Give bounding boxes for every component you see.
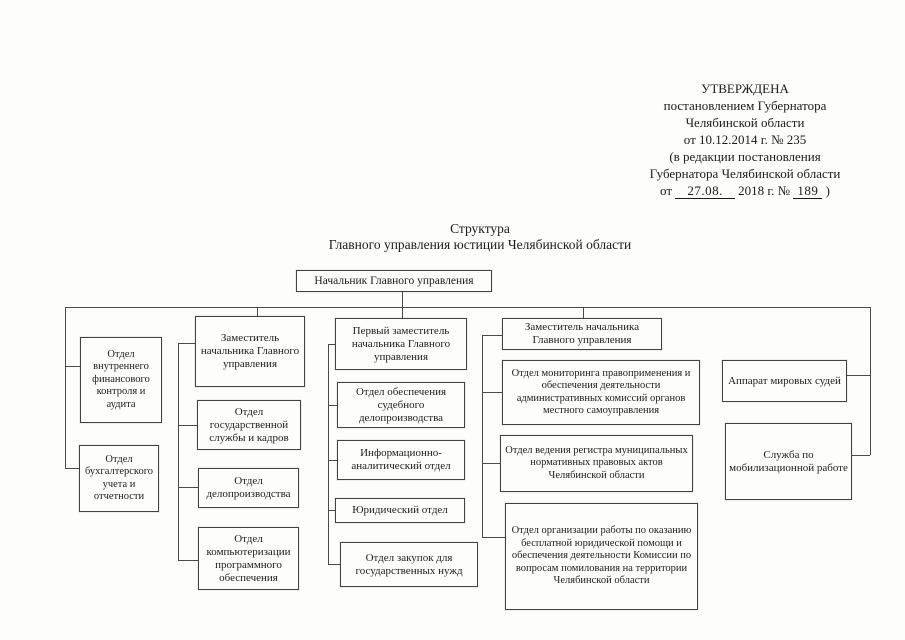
connector-line [482,463,500,464]
connector-line [328,344,329,564]
connector-line [328,510,335,511]
connector-line [870,307,871,455]
connector-line [482,537,505,538]
box-deputy-head-2: Заместитель начальника Главного управлен… [502,318,662,350]
box-internal-financial-control: Отдел внутреннего финансового контроля и… [80,337,162,423]
box-information-analytics: Информационно-аналитический отдел [337,440,465,480]
box-legal-department: Юридический отдел [335,498,465,523]
connector-line [65,468,79,469]
approval-prefix: от [660,183,673,198]
approval-line: УТВЕРЖДЕНА [701,81,789,96]
connector-line [178,425,197,426]
approval-mid: 2018 г. № [738,183,791,198]
document-title: Структура Главного управления юстиции Че… [205,221,755,253]
box-free-legal-aid-and-pardon-commission: Отдел организации работы по оказанию бес… [505,503,698,610]
connector-line [852,455,870,456]
connector-line [65,366,80,367]
box-accounting-and-reporting: Отдел бухгалтерского учета и отчетности [79,445,159,512]
box-head-of-department: Начальник Главного управления [296,270,492,292]
connector-line [65,307,66,468]
box-records-management: Отдел делопроизводства [198,468,299,508]
box-municipal-acts-register: Отдел ведения регистра муниципальных нор… [500,435,693,492]
connector-line [178,560,198,561]
connector-line [482,335,502,336]
connector-line [328,564,340,565]
connector-line [328,405,337,406]
approval-line: постановлением Губернатора [663,98,827,113]
connector-line [65,307,871,308]
approval-line: (в редакции постановления [669,149,821,164]
box-magistrates-apparatus: Аппарат мировых судей [722,360,847,402]
connector-line [328,344,335,345]
connector-line [402,292,403,307]
approval-line: Губернатора Челябинской области [649,166,841,181]
title-line-1: Структура [450,221,510,236]
connector-line [482,335,483,537]
connector-line [178,343,179,560]
approval-line: Челябинской области [685,115,805,130]
box-mobilization-service: Служба по мобилизационной работе [725,423,852,500]
approval-line-amended-date: от 27.08. 2018 г. № 189 ) [610,182,880,199]
approval-block: УТВЕРЖДЕНА постановлением Губернатора Че… [610,80,880,199]
box-software-computerization: Отдел компьютеризации программного обесп… [198,527,299,590]
connector-line [178,343,195,344]
approval-filled-number: 189 [793,183,823,199]
title-line-2: Главного управления юстиции Челябинской … [328,237,632,252]
connector-line [328,460,337,461]
box-first-deputy-head: Первый заместитель начальника Главного у… [335,318,467,370]
box-law-enforcement-monitoring: Отдел мониторинга правоприменения и обес… [502,360,700,425]
connector-line [482,392,502,393]
approval-line: от 10.12.2014 г. № 235 [683,132,807,147]
box-civil-service-and-hr: Отдел государственной службы и кадров [197,400,301,450]
connector-line [402,307,403,318]
connector-line [257,307,258,316]
connector-line [583,307,584,318]
connector-line [178,487,198,488]
box-court-records-support: Отдел обеспечения судебного делопроизвод… [337,382,465,428]
approval-suffix: ) [825,183,830,198]
box-deputy-head-1: Заместитель начальника Главного управлен… [195,316,305,387]
box-state-procurement: Отдел закупок для государственных нужд [340,542,478,587]
approval-filled-date: 27.08. [675,183,735,199]
connector-line [847,375,870,376]
